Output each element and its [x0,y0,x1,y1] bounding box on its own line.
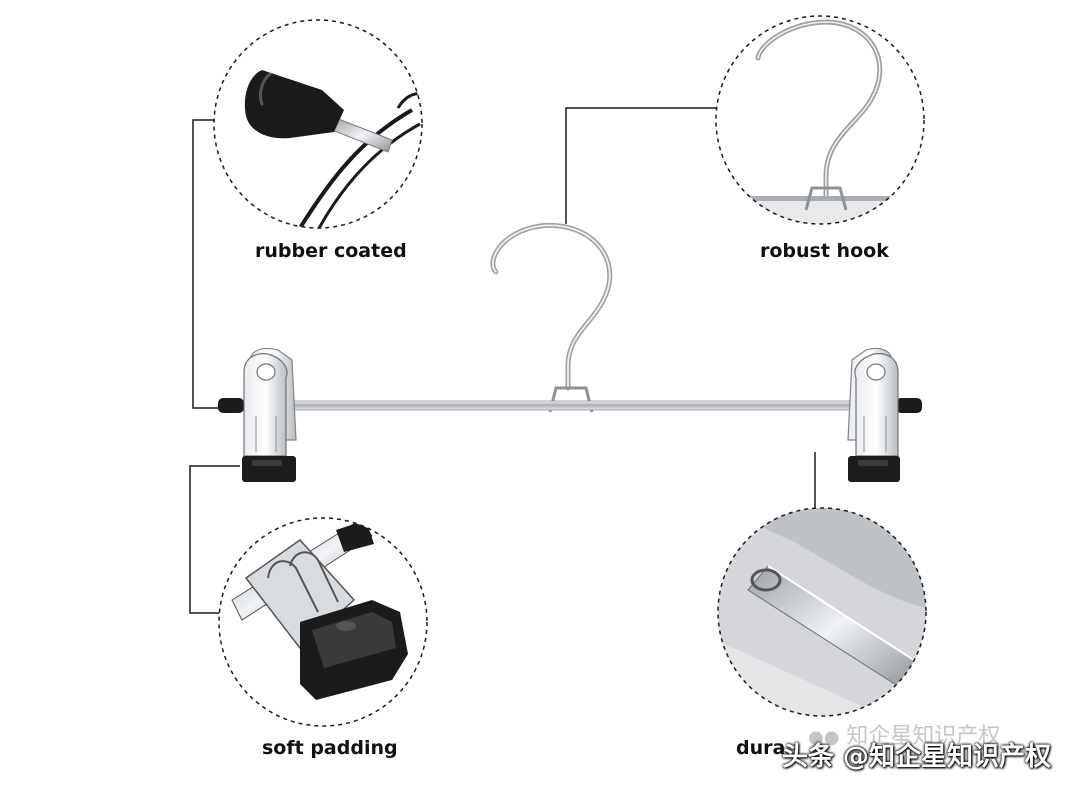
left-clip [242,347,297,482]
right-clip [847,347,900,482]
hanger-bar [239,400,853,411]
rubber-tip [244,70,344,139]
detail-durable [717,507,927,717]
label-soft-padding: soft padding [262,737,398,759]
detail-rubber-coated [213,19,423,229]
hook-bracket [548,386,594,413]
right-rubber-cap [896,398,922,413]
detail-soft-padding [218,517,428,727]
watermark-faint: ●● 知企星知识产权 [808,724,1001,749]
watermark-overlay: 头条 @知企星知识产权 [782,742,1052,772]
hanger-hook [490,222,613,391]
label-durable: dura [736,737,786,759]
callout-lines [189,107,816,614]
hanger-illustration [218,222,922,482]
detail-robust-hook [715,15,925,225]
label-rubber-coated: rubber coated [255,240,407,262]
label-robust-hook: robust hook [760,240,889,262]
left-rubber-cap [218,398,244,413]
wechat-icon: ●● [808,727,840,748]
